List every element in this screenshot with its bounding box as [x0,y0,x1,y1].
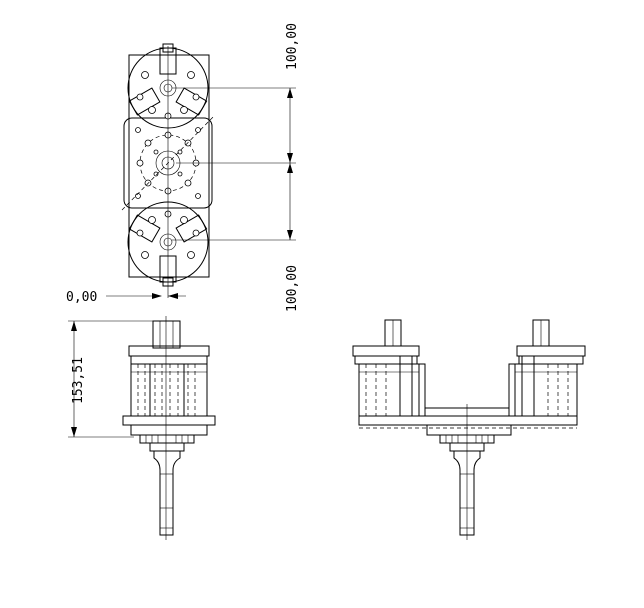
side-view-shaft [453,450,481,536]
dimension-top-offset: 100,00 [172,23,300,164]
dim-height-label: 153,51 [71,357,86,404]
dim-bottom-offset-label: 100,00 [285,265,300,312]
side-view-center-hub [426,424,512,436]
front-view [122,316,216,540]
dim-top-offset-label: 100,00 [285,23,300,70]
side-view [352,319,586,540]
front-view-shaft [153,450,181,536]
dimension-horizontal-offset: 0,00 [66,290,186,305]
dimension-height: 153,51 [68,320,160,438]
top-view [121,43,215,298]
front-view-top-block [152,320,181,349]
top-view-plate [128,54,210,278]
dimension-bottom-offset: 100,00 [172,163,300,312]
front-view-gear-ring [139,434,195,444]
side-view-base-plate [358,415,578,426]
dim-horizontal-offset-label: 0,00 [66,290,97,305]
